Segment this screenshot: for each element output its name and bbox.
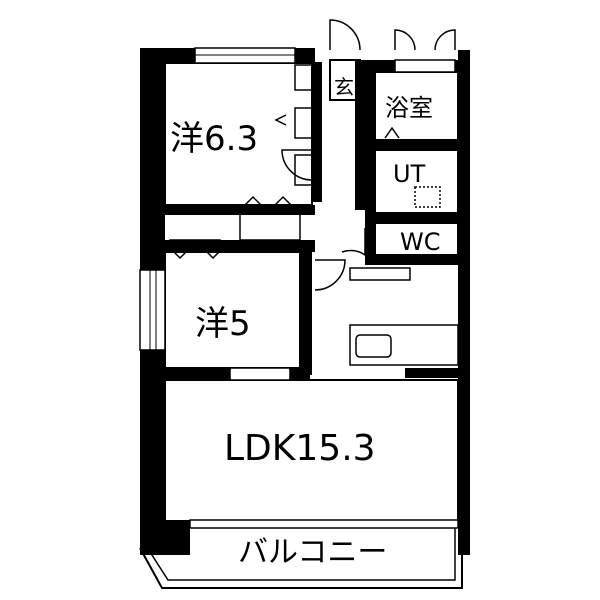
- room-label-western1: 洋6.3: [170, 119, 258, 159]
- room-label-toilet: WC: [400, 228, 441, 256]
- room-label-utility: UT: [393, 160, 426, 188]
- fixtures: [169, 64, 459, 366]
- room-label-balcony: バルコニー: [238, 535, 387, 570]
- room-label-ldk: LDK15.3: [224, 428, 376, 469]
- room-label-bath: 浴室: [385, 94, 433, 122]
- windows: [139, 47, 459, 529]
- room-label-entrance: 玄: [334, 75, 354, 99]
- room-label-western2: 洋5: [195, 304, 251, 344]
